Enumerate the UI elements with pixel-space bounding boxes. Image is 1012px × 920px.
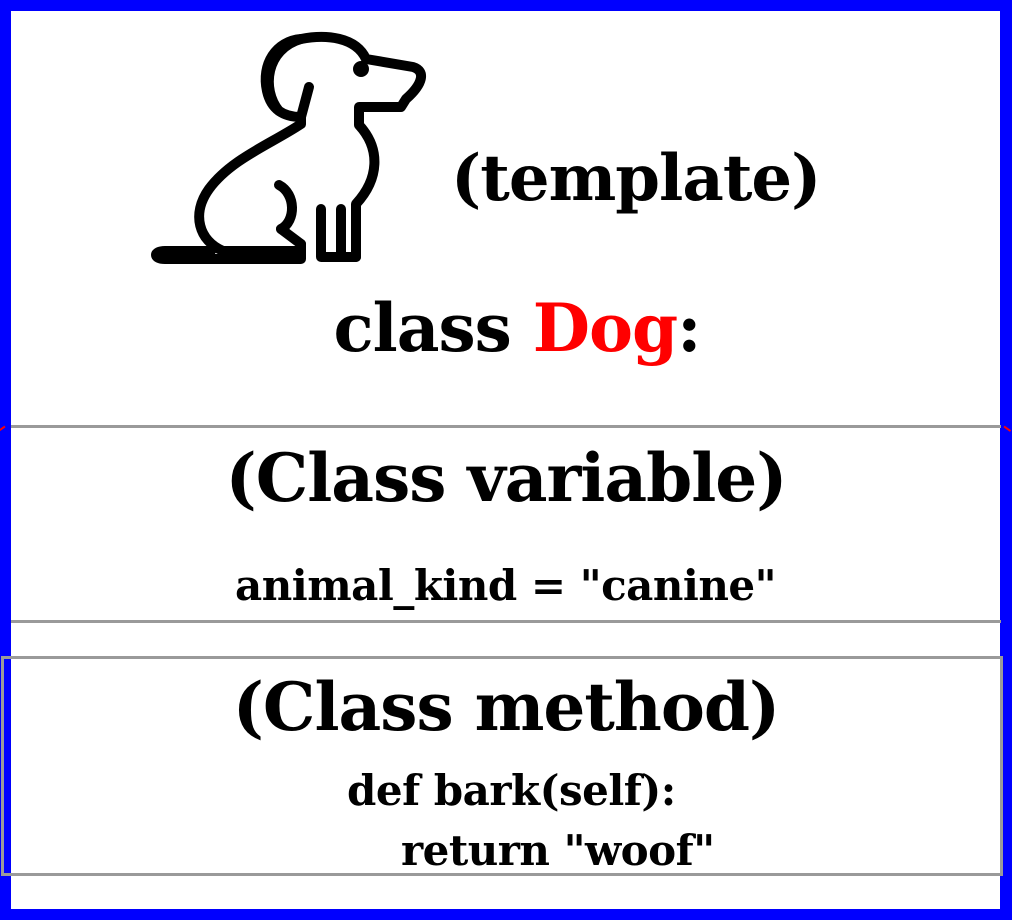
class-name: Dog xyxy=(532,289,678,367)
class-keyword: class xyxy=(333,289,511,367)
dog-icon xyxy=(151,31,426,264)
class-variable-code: animal_kind = "canine" xyxy=(235,561,777,610)
method-return-line: return "woof" xyxy=(401,826,715,875)
class-method-heading: (Class method) xyxy=(232,668,781,746)
divider-middle xyxy=(11,620,1001,623)
class-colon: : xyxy=(677,289,701,367)
class-variable-heading: (Class variable) xyxy=(225,439,787,517)
divider-top xyxy=(11,425,1001,428)
method-def-line: def bark(self): xyxy=(347,766,676,815)
class-method-box xyxy=(1,656,1003,876)
corner-tick-left xyxy=(0,425,11,439)
template-label: (template) xyxy=(451,141,821,216)
class-declaration: class Dog: xyxy=(11,289,1012,367)
